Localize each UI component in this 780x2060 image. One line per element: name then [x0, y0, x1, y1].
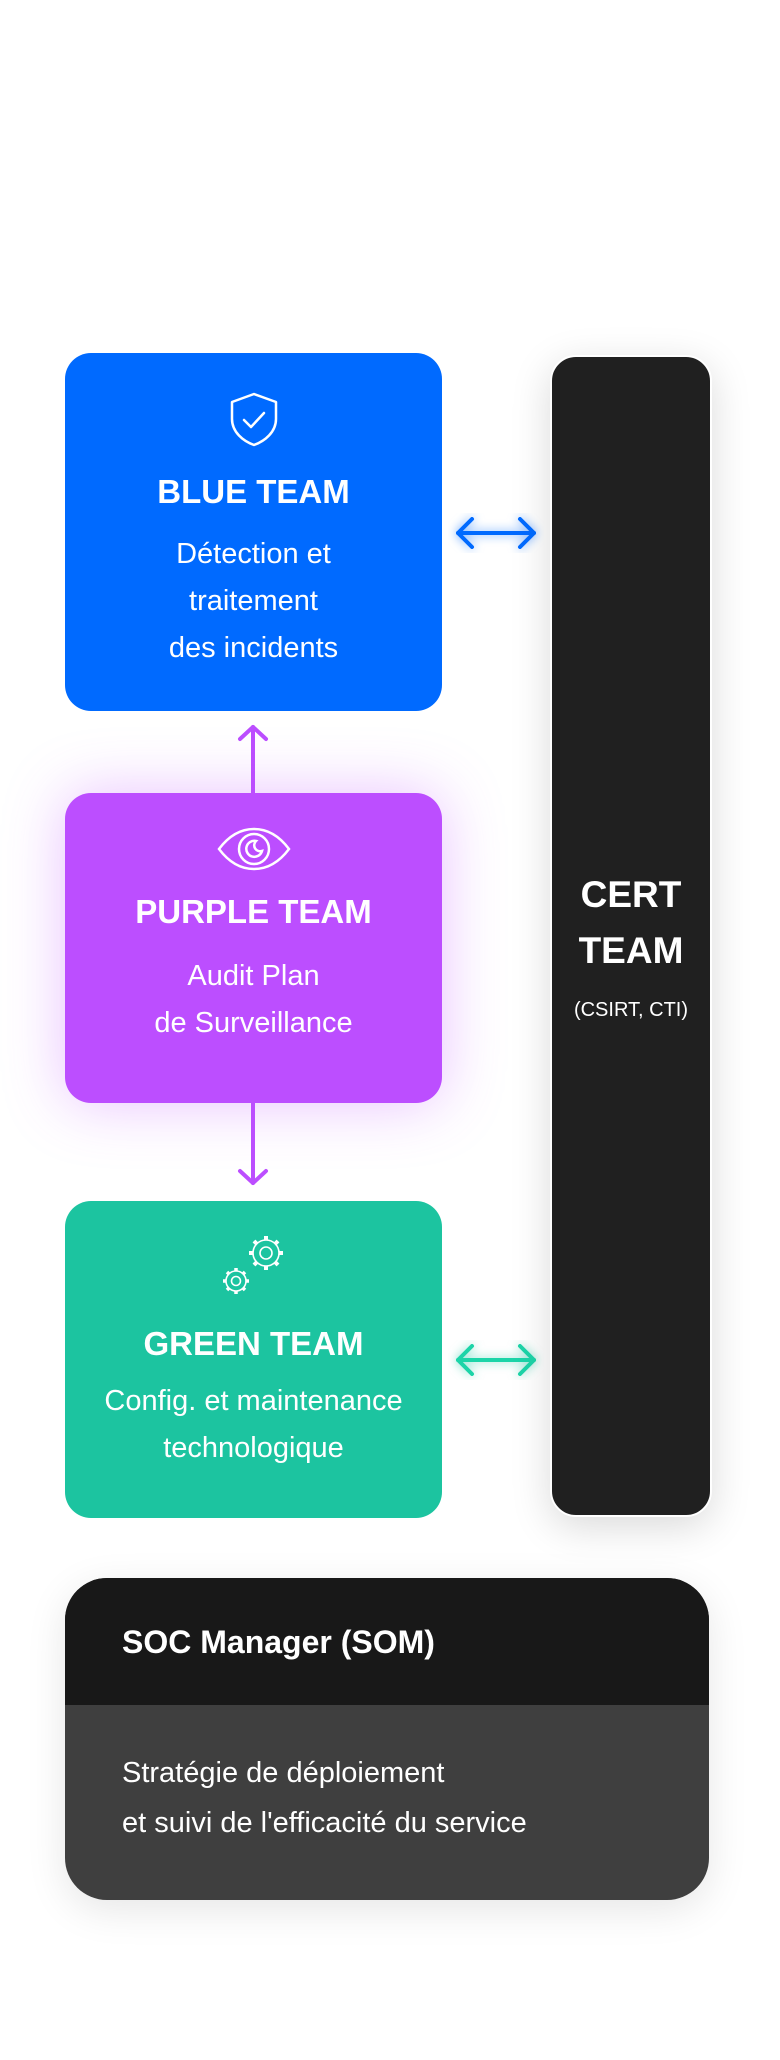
green-team-description: Config. et maintenance technologique [65, 1378, 442, 1472]
description-line: Audit Plan [187, 960, 320, 992]
description-line: traitement [189, 585, 318, 617]
soc-manager-title: SOC Manager (SOM) [122, 1624, 435, 1660]
description-line: technologique [163, 1432, 344, 1464]
eye-icon [216, 827, 291, 871]
cert-team-card: CERT TEAM (CSIRT, CTI) [550, 355, 712, 1517]
description-line: Détection et [176, 538, 331, 570]
purple-to-blue-arrow [238, 725, 268, 796]
blue-team-title: BLUE TEAM [157, 473, 350, 510]
green-team-title: GREEN TEAM [143, 1325, 364, 1362]
purple-team-card: PURPLE TEAM Audit Plan de Surveillance [65, 793, 442, 1103]
cert-team-title: CERT TEAM [552, 867, 710, 979]
soc-manager-card: SOC Manager (SOM) Stratégie de déploieme… [65, 1578, 709, 1900]
purple-to-green-arrow [238, 1103, 268, 1185]
green-team-card: GREEN TEAM Config. et maintenance techno… [65, 1201, 442, 1518]
description-line: Stratégie de déploiement [122, 1757, 445, 1789]
description-line: Config. et maintenance [104, 1385, 403, 1417]
cert-title-line: TEAM [578, 930, 684, 971]
blue-team-description: Détection et traitement des incidents [65, 531, 442, 672]
green-cert-double-arrow [456, 1344, 536, 1376]
shield-check-icon [230, 392, 277, 447]
gears-icon [222, 1236, 283, 1294]
blue-team-card: BLUE TEAM Détection et traitement des in… [65, 353, 442, 711]
soc-manager-description: Stratégie de déploiement et suivi de l'e… [122, 1748, 527, 1848]
purple-team-title: PURPLE TEAM [135, 893, 372, 930]
purple-team-description: Audit Plan de Surveillance [65, 953, 442, 1047]
description-line: des incidents [168, 632, 339, 664]
cert-title-line: CERT [580, 874, 682, 915]
cert-team-subtitle: (CSIRT, CTI) [573, 999, 689, 1021]
description-line: de Surveillance [154, 1007, 353, 1039]
blue-cert-double-arrow [456, 517, 536, 549]
description-line: et suivi de l'efficacité du service [122, 1807, 527, 1839]
soc-manager-header: SOC Manager (SOM) [65, 1578, 709, 1705]
